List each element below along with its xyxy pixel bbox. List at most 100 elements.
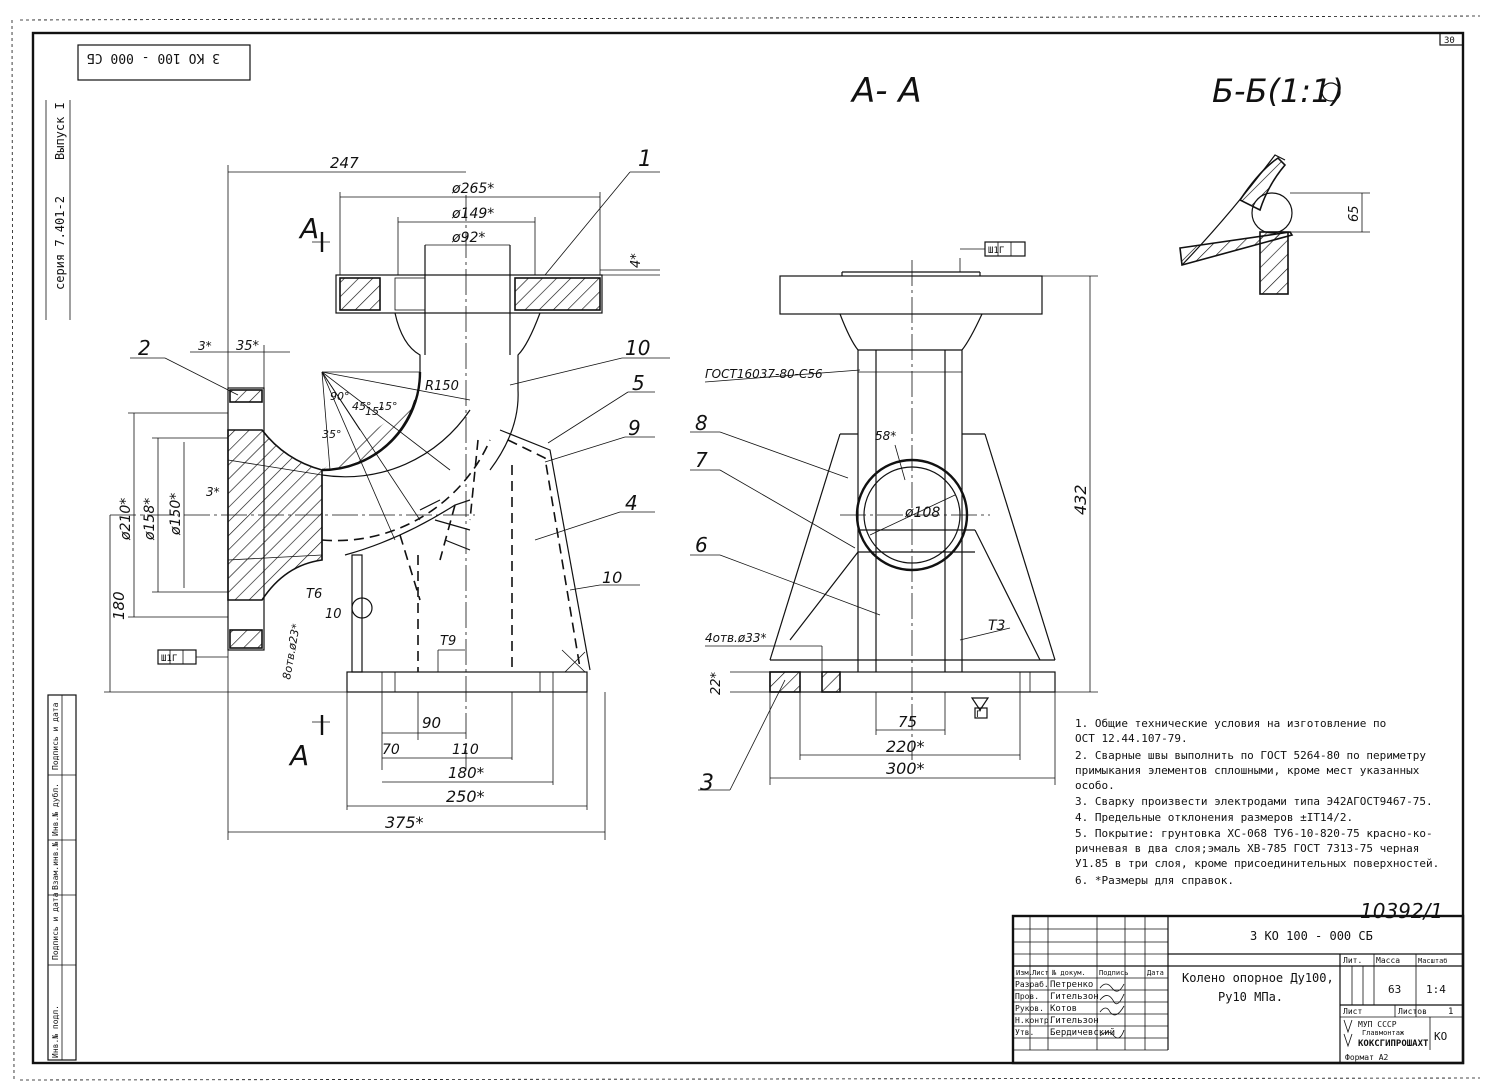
section-mark-top: А bbox=[298, 212, 319, 245]
tb-role-nkontr: Н.контр. bbox=[1015, 1016, 1054, 1025]
tb-role-razrab: Разраб. bbox=[1015, 979, 1049, 989]
tb-role-ruk: Руков. bbox=[1015, 1004, 1044, 1013]
angle-90: 90° bbox=[330, 390, 350, 403]
section-bb-detail: 65 bbox=[1179, 154, 1370, 295]
dim-180b: 180* bbox=[448, 764, 485, 782]
tb-sheets-value: 1 bbox=[1448, 1007, 1453, 1017]
tb-name-utv: Бердичевский bbox=[1050, 1028, 1115, 1038]
callout-6: 6 bbox=[695, 533, 708, 557]
dim-265: ø265* bbox=[451, 181, 494, 197]
stamp-vzam: Взам.инв.№ bbox=[51, 842, 60, 890]
angle-35: 35° bbox=[322, 428, 342, 441]
dim-58: 58* bbox=[875, 429, 896, 443]
callout-10a: 10 bbox=[625, 336, 650, 360]
dim-110: 110 bbox=[452, 742, 479, 758]
radius-150: R150 bbox=[425, 379, 459, 394]
note-1b: ОСТ 12.44.107-79. bbox=[1075, 732, 1188, 745]
code-rotated: 3 КО 100 - 000 СБ bbox=[87, 50, 220, 65]
tb-hdr-list: Лист bbox=[1032, 969, 1049, 977]
right-view: ø108 58* Г T3 Ш1Г ГОСТ16037-80-С56 bbox=[704, 241, 1056, 760]
tb-name-ruk: Котов bbox=[1050, 1004, 1077, 1014]
archive-number: 10392/1 bbox=[1360, 899, 1443, 923]
tb-hdr-doc: № докум. bbox=[1051, 969, 1086, 977]
section-bb-circle-icon bbox=[1321, 82, 1341, 102]
series-text: серия 7.401-2 bbox=[53, 196, 67, 290]
section-bb-title: Б-Б(1:1) bbox=[1212, 72, 1344, 110]
tb-org-code: КО bbox=[1434, 1030, 1447, 1043]
callout-8: 8 bbox=[695, 411, 708, 435]
tb-org-line1: МУП СССР bbox=[1358, 1020, 1397, 1029]
dim-150: ø150* bbox=[168, 493, 184, 536]
tb-scale-label: Масштаб bbox=[1418, 957, 1448, 965]
dim-180: 180 bbox=[110, 591, 128, 620]
note-5c: У1.85 в три слоя, кроме присоединительны… bbox=[1075, 857, 1439, 870]
dim-75: 75 bbox=[898, 713, 917, 731]
callout-1: 1 bbox=[638, 147, 652, 172]
tb-designation: 3 КО 100 - 000 СБ bbox=[1250, 929, 1373, 943]
stamp-sign-date-1: Подпись и дата bbox=[51, 892, 60, 960]
flatness-symbol-left: Ш1Г bbox=[161, 654, 177, 664]
note-2c: особо. bbox=[1075, 779, 1115, 792]
callout-10b: 10 bbox=[602, 568, 622, 587]
tb-name-line2: Ру10 МПа. bbox=[1218, 990, 1283, 1004]
right-dimensions: 432 4отв.ø33* 22* 75 220* 300* bbox=[705, 275, 1098, 785]
sheet-frame: 30 bbox=[11, 15, 1481, 1081]
label-t6: T6 bbox=[306, 587, 322, 602]
callout-9: 9 bbox=[628, 416, 641, 440]
tb-org-line3: КОКСГИПРОШАХТ bbox=[1358, 1039, 1429, 1049]
tb-hdr-izm: Изм. bbox=[1016, 969, 1033, 977]
tb-role-utv: Утв. bbox=[1015, 1028, 1034, 1037]
weld-symbol-right: Г bbox=[976, 710, 981, 720]
dim-375: 375* bbox=[385, 813, 424, 832]
dim-210: ø210* bbox=[118, 498, 134, 541]
left-dimensions: 247 ø265* ø149* ø92* 4* 3* 35* ø210* ø15… bbox=[104, 154, 660, 840]
tb-hdr-date: Дата bbox=[1147, 969, 1164, 977]
tb-role-prov: Пров. bbox=[1015, 992, 1039, 1001]
tb-sheet-label: Лист bbox=[1343, 1007, 1362, 1016]
dim-149: ø149* bbox=[451, 206, 494, 222]
section-mark-bottom: А bbox=[288, 739, 309, 772]
sheet-number: 30 bbox=[1444, 36, 1455, 46]
dim-108: ø108 bbox=[904, 505, 940, 521]
stamp-inv-dubl: Инв.№ дубл. bbox=[50, 783, 60, 836]
dim-70: 70 bbox=[382, 742, 400, 758]
note-6: 6. *Размеры для справок. bbox=[1075, 874, 1234, 887]
dim-220: 220* bbox=[886, 737, 925, 756]
note-2a: 2. Сварные швы выполнить по ГОСТ 5264-80… bbox=[1075, 749, 1426, 762]
dim-92: ø92* bbox=[451, 230, 485, 246]
tb-name-prov: Гительзон bbox=[1050, 992, 1099, 1002]
stamp-sign-date-2: Подпись и дата bbox=[51, 702, 60, 770]
dim-90: 90 bbox=[422, 714, 441, 732]
callouts: 1 2 3 4 5 6 7 8 9 10 10 bbox=[130, 147, 881, 796]
code-box: 3 КО 100 - 000 СБ bbox=[77, 44, 251, 81]
tb-org-line2: Главмонтаж bbox=[1362, 1029, 1405, 1037]
tb-name-line1: Колено опорное Ду100, bbox=[1182, 971, 1334, 985]
dim-22: 22* bbox=[709, 671, 724, 695]
weld-note: ГОСТ16037-80-С56 bbox=[705, 367, 823, 381]
callout-4: 4 bbox=[625, 491, 638, 515]
angle-15a: 15° bbox=[365, 405, 385, 418]
dim-35: 35* bbox=[236, 339, 260, 354]
tb-name-nkontr: Гительзон bbox=[1050, 1016, 1099, 1026]
dim-holes-right: 4отв.ø33* bbox=[705, 631, 766, 645]
note-2b: примыкания элементов сплошными, кроме ме… bbox=[1075, 764, 1420, 777]
label-10a: 10 bbox=[325, 607, 342, 622]
dim-65: 65 bbox=[1347, 205, 1362, 222]
angle-15b: 15° bbox=[378, 400, 398, 413]
dim-250: 250* bbox=[446, 787, 485, 806]
angle-45: 45° bbox=[352, 400, 372, 413]
tb-hdr-sign: Подпись bbox=[1099, 969, 1129, 977]
left-view: 90° 45° 15° 15° 35° R150 bbox=[110, 195, 603, 772]
series-label: серия 7.401-2 Выпуск I bbox=[45, 100, 71, 320]
stamp-inv-podl: Инв.№ подл. bbox=[51, 1005, 60, 1058]
dim-4: 4* bbox=[629, 253, 644, 268]
tb-scale-value: 1:4 bbox=[1426, 983, 1446, 996]
dim-300: 300* bbox=[886, 759, 925, 778]
section-aa-title: А- А bbox=[850, 71, 922, 111]
tb-format: Формат А2 bbox=[1345, 1053, 1389, 1062]
note-5b: ричневая в два слоя;эмаль ХВ-785 ГОСТ 73… bbox=[1075, 842, 1419, 855]
note-5a: 5. Покрытие: грунтовка ХС-068 ТУ6-10-820… bbox=[1075, 827, 1433, 840]
issue-text: Выпуск I bbox=[53, 102, 67, 160]
callout-3: 3 bbox=[700, 771, 714, 796]
